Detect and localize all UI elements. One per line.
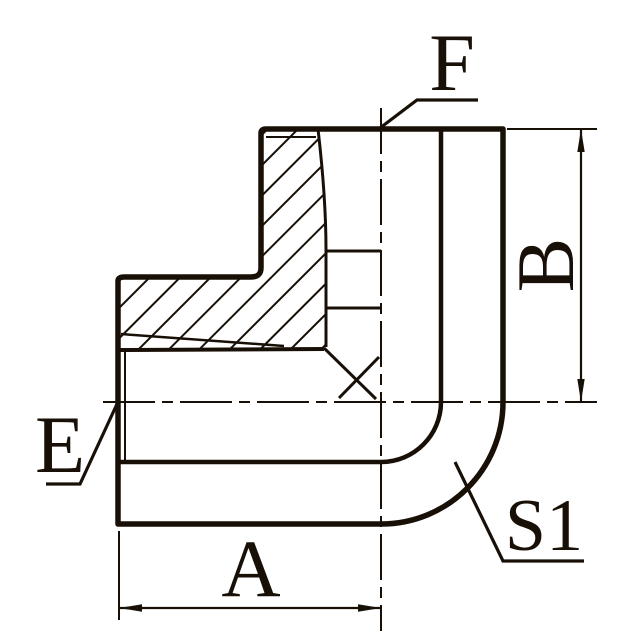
section-hatch-region — [118, 129, 326, 350]
leader-E: E — [35, 399, 119, 490]
drill-cone-diagonal-2 — [337, 355, 381, 400]
thread-root-top — [316, 128, 328, 347]
body-outer-profile — [115, 126, 506, 527]
dim-A-arrow-left — [119, 604, 142, 612]
dim-A-label: A — [221, 523, 280, 614]
drill-cone-diagonal-1 — [322, 346, 378, 401]
thread-root-left — [120, 332, 285, 348]
dimension-A: A — [118, 523, 381, 620]
bore-inner-profile — [118, 129, 444, 465]
dimension-B: B — [500, 128, 597, 402]
leader-S1: S1 — [453, 461, 584, 567]
leader-F-line — [379, 98, 478, 130]
leader-S1-line — [453, 461, 584, 563]
leader-F-label: F — [429, 17, 475, 108]
bore-top-line — [117, 347, 325, 352]
dim-B-label: B — [500, 238, 591, 293]
leader-S1-label: S1 — [505, 485, 583, 567]
leader-F: F — [379, 17, 478, 130]
dim-B-arrow-bottom — [577, 379, 585, 402]
leader-E-label: E — [35, 399, 85, 490]
dim-B-arrow-top — [577, 129, 585, 152]
dim-A-arrow-right — [358, 604, 381, 612]
leader-E-line — [46, 403, 119, 486]
